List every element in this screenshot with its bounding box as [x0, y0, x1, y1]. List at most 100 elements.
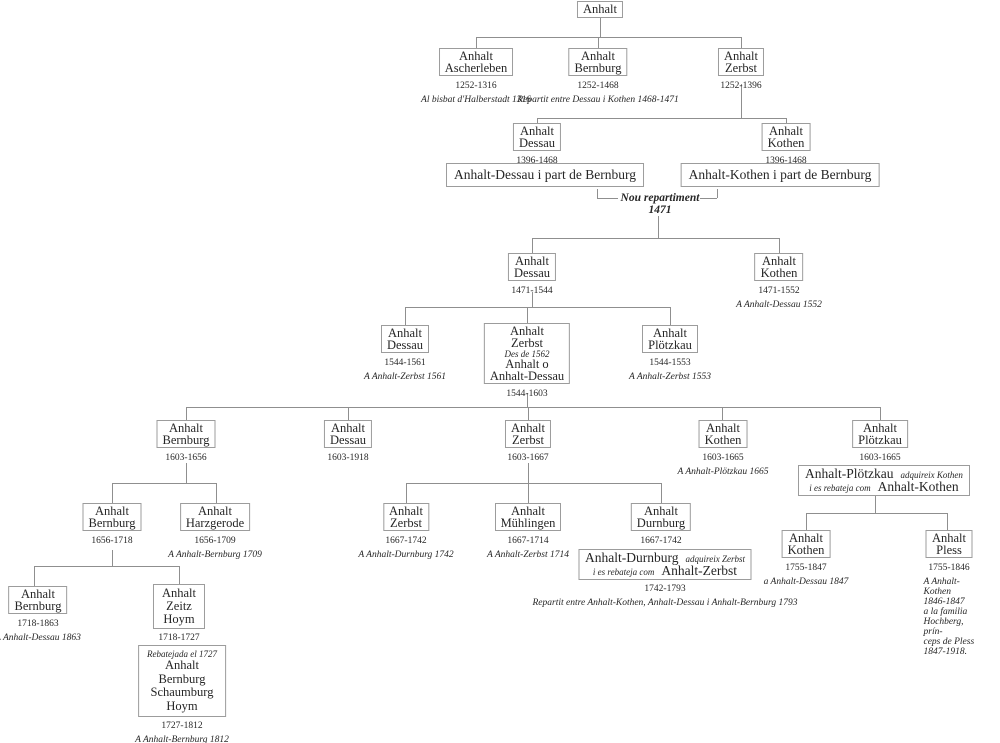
node-box: Anhalt Harzgerode [179, 503, 251, 531]
node-dates: 1603-1665 [702, 452, 744, 463]
node-anhalt-dessau-1544: Anhalt Dessau 1544-1561 A Anhalt-Zerbst … [364, 325, 446, 382]
node-anhalt-plotzkau-1544: Anhalt Plötzkau 1544-1553 A Anhalt-Zerbs… [629, 325, 711, 382]
node-anhalt-dessau-part-bernburg: Anhalt-Dessau i part de Bernburg [446, 163, 644, 187]
node-sublabel: Des de 1562 [504, 349, 550, 359]
node-box: Anhalt Bernburg [8, 586, 68, 614]
node-dates: 1544-1561 [384, 357, 426, 368]
node-note: a Anhalt-Dessau 1847 [763, 576, 849, 587]
connector-horizontal [597, 198, 618, 199]
node-label: Anhalt Bernburg Schaumburg Hoym [150, 658, 214, 713]
connector-vertical [186, 407, 187, 420]
connector-vertical [658, 216, 659, 238]
connector-vertical [527, 393, 528, 407]
node-box: Anhalt-Dessau i part de Bernburg [446, 163, 644, 187]
annotation-line: 1471 [648, 204, 672, 216]
node-anhalt-zerbst-1252: Anhalt Zerbst 1252-1396 [717, 48, 765, 91]
rename-row: i es rebateja com Anhalt-Kothen [805, 478, 963, 494]
node-box: Anhalt Zerbst [717, 48, 765, 76]
node-anhalt-zerbst-1603: Anhalt Zerbst 1603-1667 [504, 420, 552, 463]
connector-vertical [875, 492, 876, 513]
node-box: Anhalt Ascherleben [438, 48, 514, 76]
node-box: Anhalt Dessau [507, 253, 557, 281]
node-note: A Anhalt-Zerbst 1561 [364, 371, 446, 382]
connector-vertical [112, 483, 113, 503]
node-box: Anhalt Pless [925, 530, 973, 558]
connector-vertical [717, 189, 718, 198]
node-anhalt-root: Anhalt [576, 0, 624, 18]
node-box: Anhalt Durnburg [630, 503, 692, 531]
node-dates: 1396-1468 [516, 155, 558, 166]
connector-vertical [348, 407, 349, 420]
annotation-nou-repartiment: Nou repartiment 1471 [621, 192, 700, 216]
connector-vertical [598, 37, 599, 48]
rename-small: i es rebateja com [809, 482, 871, 493]
node-anhalt-muhlingen: Anhalt Mühlingen 1667-1714 A Anhalt-Zerb… [487, 503, 569, 560]
node-note: A Anhalt-Zerbst 1553 [629, 371, 711, 382]
connector-horizontal [537, 118, 786, 119]
node-anhalt-plotzkau-1603: Anhalt Plötzkau 1603-1665 [852, 420, 908, 463]
node-dates: 1667-1742 [385, 535, 427, 546]
connector-vertical [112, 550, 113, 566]
node-anhalt-kothen-1603: Anhalt Kothen 1603-1665 A Anhalt-Plötzka… [678, 420, 768, 477]
node-dates: 1396-1468 [765, 155, 807, 166]
connector-vertical [947, 513, 948, 530]
node-anhalt-dessau-1396: Anhalt Dessau 1396-1468 [512, 123, 562, 166]
node-note: A Anhalt-Dessau 1863 [0, 632, 81, 643]
connector-vertical [537, 118, 538, 124]
annotation-line: Nou repartiment [620, 192, 700, 204]
connector-vertical [661, 483, 662, 503]
node-dates: 1667-1742 [640, 535, 682, 546]
node-dates: 1252-1316 [455, 80, 497, 91]
node-box: Anhalt Bernburg [156, 420, 216, 448]
node-note: A Anhalt-Bernburg 1812 [135, 735, 229, 743]
rename-main: Anhalt-Kothen [877, 478, 959, 494]
node-dates: 1252-1468 [577, 80, 619, 91]
node-anhalt-bernburg-1656: Anhalt Bernburg 1656-1718 [82, 503, 142, 546]
connector-vertical [528, 407, 529, 420]
connector-vertical [600, 17, 601, 37]
connector-vertical [806, 513, 807, 530]
node-dates: 1603-1918 [327, 452, 369, 463]
node-dates: 1603-1667 [507, 452, 549, 463]
connector-horizontal [806, 513, 947, 514]
connector-horizontal [406, 483, 661, 484]
connector-vertical [34, 566, 35, 586]
connector-vertical [186, 463, 187, 483]
node-box: Anhalt [576, 1, 624, 18]
node-note: A Anhalt-Bernburg 1709 [168, 549, 262, 560]
node-dates: 1603-1656 [165, 452, 207, 463]
connector-vertical [597, 189, 598, 198]
node-anhalt-zerbst-1667: Anhalt Zerbst 1667-1742 A Anhalt-Durnbur… [358, 503, 454, 560]
connector-horizontal [405, 307, 670, 308]
connector-horizontal [186, 407, 880, 408]
connector-vertical [741, 37, 742, 48]
node-dates: 1544-1603 [506, 388, 548, 399]
connector-vertical [532, 292, 533, 307]
node-note: A Anhalt-Zerbst 1714 [487, 549, 569, 560]
connector-vertical [670, 307, 671, 325]
node-box: Anhalt Dessau [380, 325, 430, 353]
node-box: Anhalt Bernburg [568, 48, 628, 76]
node-note: A Anhalt-Kothen 1846-1847 a la familia H… [923, 576, 975, 657]
node-anhalt-zeitz-hoym: Anhalt Zeitz Hoym 1718-1727 [152, 584, 206, 643]
node-box: Anhalt Plötzkau [642, 325, 698, 353]
connector-horizontal [476, 37, 741, 38]
node-box: Anhalt Kothen [761, 123, 811, 151]
node-box: Anhalt Zeitz Hoym [152, 584, 206, 629]
node-box: Anhalt Bernburg [82, 503, 142, 531]
connector-vertical [179, 566, 180, 584]
rename-main: Anhalt-Plötzkau [805, 466, 894, 481]
node-anhalt-kothen-1471: Anhalt Kothen 1471-1552 A Anhalt-Dessau … [736, 253, 822, 310]
node-anhalt-durnburg-1667: Anhalt Durnburg 1667-1742 [630, 503, 692, 546]
node-dates: 1755-1847 [785, 562, 827, 573]
node-dates: 1742-1793 [644, 584, 686, 594]
node-box: Anhalt Dessau [323, 420, 373, 448]
node-anhalt-bernburg-1603: Anhalt Bernburg 1603-1656 [156, 420, 216, 463]
